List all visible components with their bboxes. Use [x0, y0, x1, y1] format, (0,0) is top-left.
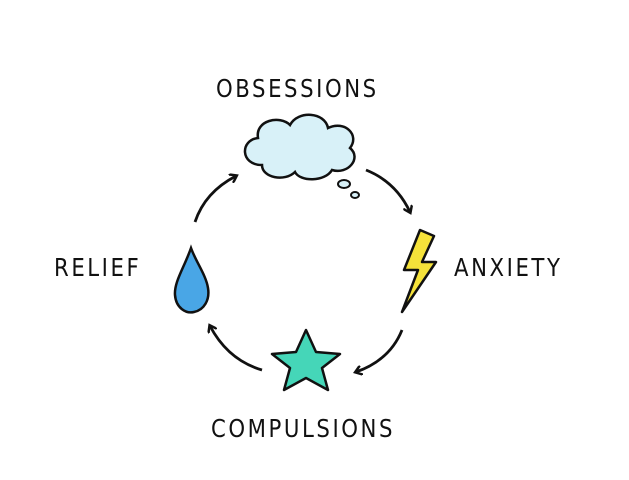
- arrow-compulsions-to-relief: [210, 326, 263, 372]
- lightning-bolt-icon: [400, 228, 438, 314]
- thought-cloud-icon: [243, 113, 360, 199]
- stage-label-compulsions: COMPULSIONS: [211, 414, 396, 443]
- arrow-relief-to-obsessions: [193, 176, 236, 223]
- star-icon: [270, 328, 342, 392]
- stage-label-relief: RELIEF: [54, 253, 142, 282]
- stage-label-obsessions: OBSESSIONS: [216, 74, 379, 103]
- arrow-anxiety-to-compulsions: [356, 329, 404, 372]
- stage-label-anxiety: ANXIETY: [454, 253, 563, 282]
- water-drop-icon: [173, 244, 210, 314]
- arrow-obsessions-to-anxiety: [365, 168, 410, 212]
